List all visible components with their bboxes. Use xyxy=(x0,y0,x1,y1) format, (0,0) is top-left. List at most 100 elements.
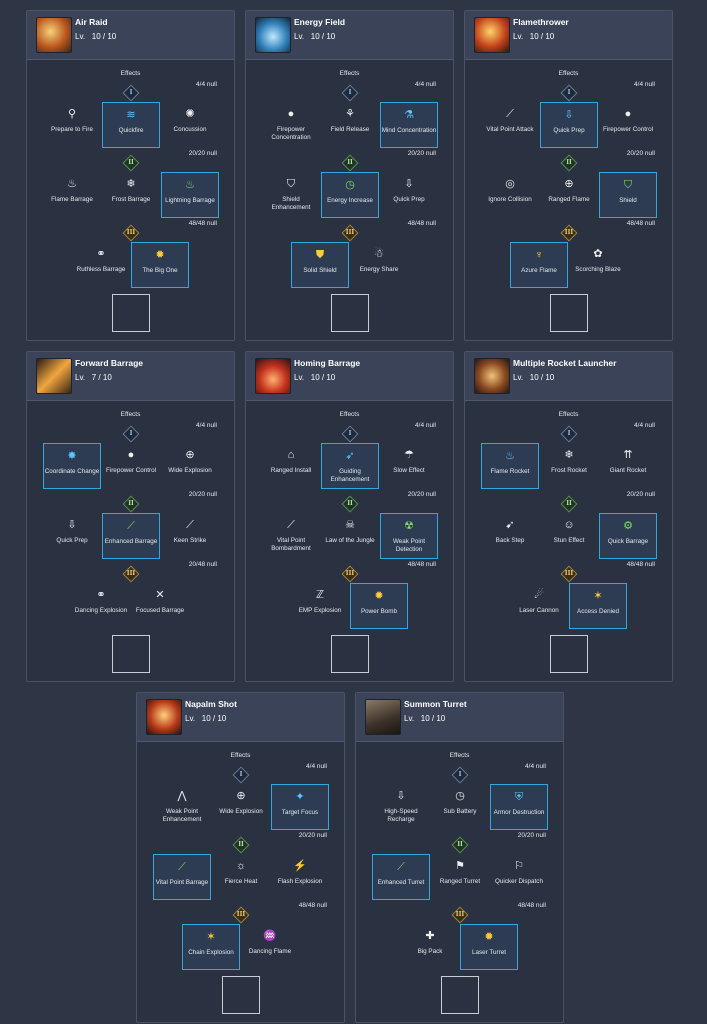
rune-slot[interactable] xyxy=(112,635,150,673)
tripod-option[interactable]: ☢Weak Point Detection xyxy=(380,513,438,559)
tripod-option[interactable]: ♒Dancing Flame xyxy=(241,924,299,970)
tripod-option[interactable]: ➹Back Step xyxy=(481,513,539,559)
tripod-option[interactable]: ✚Big Pack xyxy=(401,924,459,970)
skill-name: Forward Barrage xyxy=(75,358,144,368)
rune-slot[interactable] xyxy=(550,635,588,673)
tripod-option[interactable]: ✦Target Focus xyxy=(271,784,329,830)
rune-slot[interactable] xyxy=(331,635,369,673)
tripod-option[interactable]: ❄Frost Rocket xyxy=(540,443,598,489)
tripod-option[interactable]: ⇈Giant Rocket xyxy=(599,443,657,489)
tripod-option[interactable]: ⛊Solid Shield xyxy=(291,242,349,288)
tripod-option[interactable]: ⚘Field Release xyxy=(321,102,379,148)
armor-icon: ⛨ xyxy=(514,791,524,803)
tripod-option[interactable]: ✹Laser Turret xyxy=(460,924,518,970)
tripod-option[interactable]: ⊕Wide Explosion xyxy=(161,443,219,489)
tripod-option[interactable]: ☺Stun Effect xyxy=(540,513,598,559)
tripod-option[interactable]: ⟋Keen Strike xyxy=(161,513,219,559)
tripod-option[interactable]: ♨Flame Barrage xyxy=(43,172,101,218)
tier-1-badge: I xyxy=(232,766,250,784)
tripod-option[interactable]: ⟋Vital Point Barrage xyxy=(153,854,211,900)
tripod-option[interactable]: ●Firepower Concentration xyxy=(262,102,320,148)
tripod-option-label: Scorching Blaze xyxy=(575,266,621,273)
tier-numeral: III xyxy=(564,229,574,236)
tripod-option[interactable]: ⚐Quicker Dispatch xyxy=(490,854,548,900)
tripod-option[interactable]: ◎Ignore Collision xyxy=(481,172,539,218)
tripod-option[interactable]: ☠Law of the Jungle xyxy=(321,513,379,559)
rune-slot[interactable] xyxy=(331,294,369,332)
tripod-option[interactable]: ⇩High-Speed Recharge xyxy=(372,784,430,830)
tripod-option[interactable]: ⚭Ruthless Barrage xyxy=(72,242,130,288)
rune-slot[interactable] xyxy=(112,294,150,332)
tripod-option[interactable]: ⚑Ranged Turret xyxy=(431,854,489,900)
tripod-option-label: Energy Increase xyxy=(327,197,373,204)
tripod-option[interactable]: ⇩Quick Prep xyxy=(380,172,438,218)
rocket-launcher-icon xyxy=(474,358,510,394)
tripod-option[interactable]: ❄Frost Barrage xyxy=(102,172,160,218)
tripod-option[interactable]: ⟋Vital Point Attack xyxy=(481,102,539,148)
tripod-option[interactable]: ✶Chain Explosion xyxy=(182,924,240,970)
tier-3-count: 48/48 null xyxy=(407,220,436,227)
tripod-option-label: Armor Destruction xyxy=(493,809,545,816)
tripod-option[interactable]: ✕Focused Barrage xyxy=(131,583,189,629)
tripod-option[interactable]: ♨Lightning Barrage xyxy=(161,172,219,218)
tier-2-count: 20/20 null xyxy=(188,150,217,157)
tripod-option[interactable]: ●Firepower Control xyxy=(599,102,657,148)
tripod-option[interactable]: ♨Flame Rocket xyxy=(481,443,539,489)
tripod-option[interactable]: ✶Access Denied xyxy=(569,583,627,629)
tripod-option[interactable]: ➶Guiding Enhancement xyxy=(321,443,379,489)
tripod-option[interactable]: ⇩Quick Prep xyxy=(540,102,598,148)
tripod-option[interactable]: ⊕Ranged Flame xyxy=(540,172,598,218)
napalm-shot-icon xyxy=(146,699,182,735)
tripod-option[interactable]: ⚡Flash Explosion xyxy=(271,854,329,900)
tier-numeral: III xyxy=(236,911,246,918)
tripod-option[interactable]: ♆Azure Flame xyxy=(510,242,568,288)
tier-3-count: 48/48 null xyxy=(407,561,436,568)
tripod-option-label: Slow Effect xyxy=(393,467,425,474)
tripod-option[interactable]: ⚭Dancing Explosion xyxy=(72,583,130,629)
tripod-option-label: Flame Rocket xyxy=(490,468,530,475)
tripod-option[interactable]: ✿Scorching Blaze xyxy=(569,242,627,288)
tripod-option[interactable]: ⊕Wide Explosion xyxy=(212,784,270,830)
tripod-option[interactable]: ☃Energy Share xyxy=(350,242,408,288)
tripod-option[interactable]: ✺Concussion xyxy=(161,102,219,148)
rune-slot[interactable] xyxy=(222,976,260,1014)
tier-1-badge: I xyxy=(341,84,359,102)
tripod-option[interactable]: ●Firepower Control xyxy=(102,443,160,489)
tripod-option[interactable]: ⚲Prepare to Fire xyxy=(43,102,101,148)
orb-arrow-icon: ● xyxy=(287,108,295,120)
gear-icon: ⚙ xyxy=(623,520,633,532)
tier-3-count: 48/48 null xyxy=(517,902,546,909)
tripod-option[interactable]: ⚙Quick Barrage xyxy=(599,513,657,559)
rune-slot[interactable] xyxy=(441,976,479,1014)
tripod-option[interactable]: ⟋Enhanced Turret xyxy=(372,854,430,900)
pack-icon: ✚ xyxy=(425,930,435,942)
tripod-option-label: Quickfire xyxy=(118,127,144,134)
tripod-option[interactable]: ⛉Shield Enhancement xyxy=(262,172,320,218)
tripod-option[interactable]: ✹The Big One xyxy=(131,242,189,288)
tripod-option[interactable]: ≋Quickfire xyxy=(102,102,160,148)
tripod-option[interactable]: ⟋Enhanced Barrage xyxy=(102,513,160,559)
tripod-option-label: Wide Explosion xyxy=(168,467,212,474)
tripod-option[interactable]: ⛉Shield xyxy=(599,172,657,218)
sunburst-icon: ✹ xyxy=(155,249,165,261)
tripod-option[interactable]: ✹Power Bomb xyxy=(350,583,408,629)
tripod-option[interactable]: ✸Coordinate Change xyxy=(43,443,101,489)
tripod-option[interactable]: ⌂Ranged Install xyxy=(262,443,320,489)
tripod-option[interactable]: ⇩Quick Prep xyxy=(43,513,101,559)
tier-1-count: 4/4 null xyxy=(634,422,655,429)
tripod-option[interactable]: ☂Slow Effect xyxy=(380,443,438,489)
tripod-option[interactable]: ◷Sub Battery xyxy=(431,784,489,830)
tripod-option[interactable]: ⛨ Armor Destruction xyxy=(490,784,548,830)
tripod-option[interactable]: ⟋Vital Point Bombardment xyxy=(262,513,320,559)
tier-2-count: 20/20 null xyxy=(626,150,655,157)
tripod-option-label: Back Step xyxy=(495,537,525,544)
tripod-option[interactable]: ☄Laser Cannon xyxy=(510,583,568,629)
tripod-option[interactable]: ☼Fierce Heat xyxy=(212,854,270,900)
tier-3-badge: III xyxy=(122,224,140,242)
tripod-option[interactable]: ◷Energy Increase xyxy=(321,172,379,218)
tripod-option[interactable]: ⚗Mind Concentration xyxy=(380,102,438,148)
tripod-option[interactable]: ⋀Weak Point Enhancement xyxy=(153,784,211,830)
tier-numeral: III xyxy=(455,911,465,918)
rune-slot[interactable] xyxy=(550,294,588,332)
